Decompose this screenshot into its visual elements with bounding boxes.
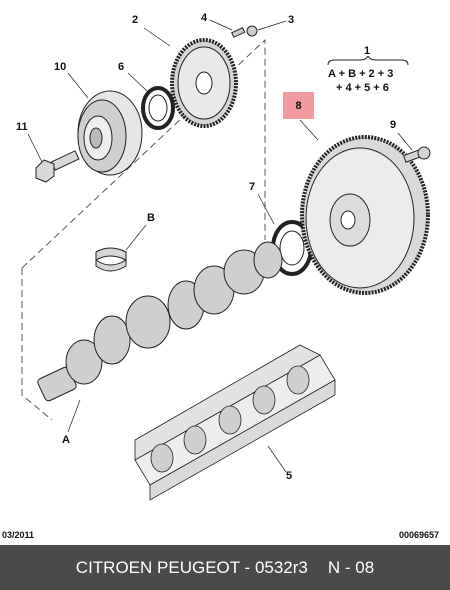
label-3: 3 xyxy=(288,14,295,26)
label-a: A xyxy=(62,434,70,446)
formula-line-1: A + B + 2 + 3 xyxy=(328,68,394,80)
footer-code: 00069657 xyxy=(399,530,440,540)
label-11: 11 xyxy=(16,121,28,133)
parts-diagram xyxy=(21,19,431,501)
caption-brand: CITROEN PEUGEOT - 0532r3 xyxy=(75,557,308,577)
caption-page: N - 08 xyxy=(327,557,375,577)
caption-bar: CITROEN PEUGEOT - 0532r3 N - 08 xyxy=(0,545,450,590)
label-7: 7 xyxy=(249,181,256,193)
leader-lines xyxy=(27,19,413,473)
label-10: 10 xyxy=(54,61,67,73)
formula-line-2: + 4 + 5 + 6 xyxy=(336,82,389,94)
label-8-highlighted[interactable]: 8 xyxy=(283,92,314,119)
thrust-bearing xyxy=(95,247,127,272)
label-6: 6 xyxy=(118,61,125,73)
flywheel xyxy=(300,135,430,295)
label-b: B xyxy=(147,212,155,224)
footer-date: 03/2011 xyxy=(2,530,35,540)
assembly-outline xyxy=(21,39,266,421)
crankshaft-pulley xyxy=(77,90,143,176)
timing-gear xyxy=(170,38,238,128)
label-5: 5 xyxy=(286,470,293,482)
flywheel-bolt xyxy=(402,146,431,163)
crankshaft xyxy=(37,241,283,402)
label-1: 1 xyxy=(364,45,371,57)
oil-seal-front xyxy=(141,86,175,130)
label-2: 2 xyxy=(132,14,139,26)
formula-brace xyxy=(327,56,409,66)
label-9: 9 xyxy=(390,119,397,131)
small-bolts xyxy=(231,25,258,38)
label-4: 4 xyxy=(201,12,208,24)
pulley-bolt xyxy=(35,150,80,183)
bearing-box xyxy=(134,344,336,501)
